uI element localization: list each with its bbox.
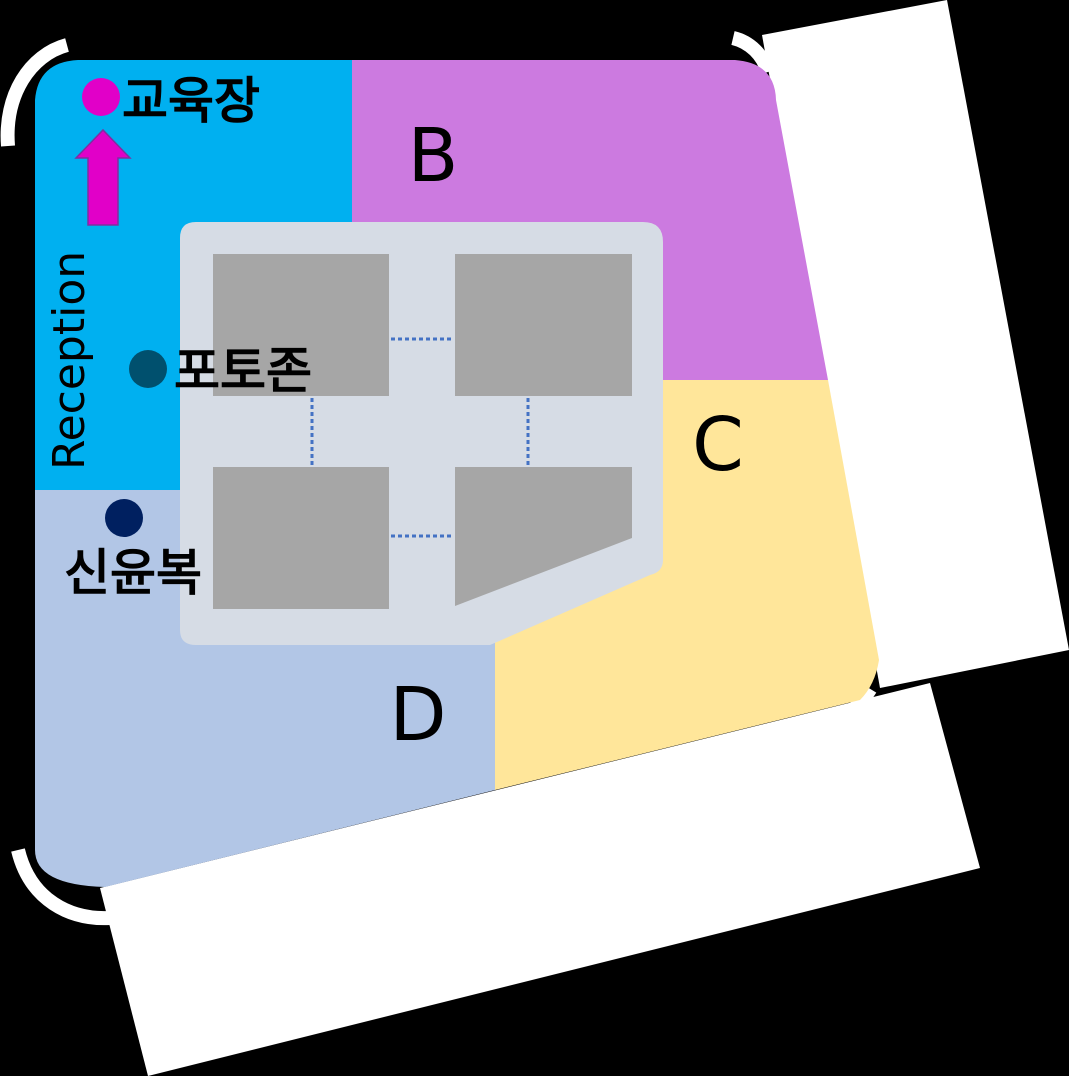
outer-corner-arc-bottom-left (11, 848, 111, 926)
place-marker-education-room (82, 78, 120, 116)
place-label-education-room: 교육장 (122, 72, 260, 130)
arrow-up-icon (74, 128, 132, 226)
place-label-photo-zone: 포토존 (174, 342, 312, 400)
outer-corner-arc-bottom-right (850, 687, 877, 711)
booth-bottom-left (213, 467, 389, 609)
outer-corner-arc-top-right (730, 31, 775, 75)
outside-area-bottom (100, 683, 980, 1076)
place-marker-photo-zone (129, 350, 167, 388)
place-label-shin-yunbok: 신윤복 (64, 544, 202, 602)
booth-bottom-right (455, 467, 632, 606)
booth-top-right (455, 254, 632, 396)
booth-top-left (213, 254, 389, 396)
zone-label-b: B (408, 113, 459, 199)
zone-label-c: C (692, 402, 744, 488)
zone-label-d: D (390, 672, 447, 758)
place-marker-shin-yunbok (105, 499, 143, 537)
outside-area-right (762, 0, 1069, 688)
reception-label: Reception (44, 251, 95, 470)
outer-corner-arc-top-left (0, 38, 70, 147)
